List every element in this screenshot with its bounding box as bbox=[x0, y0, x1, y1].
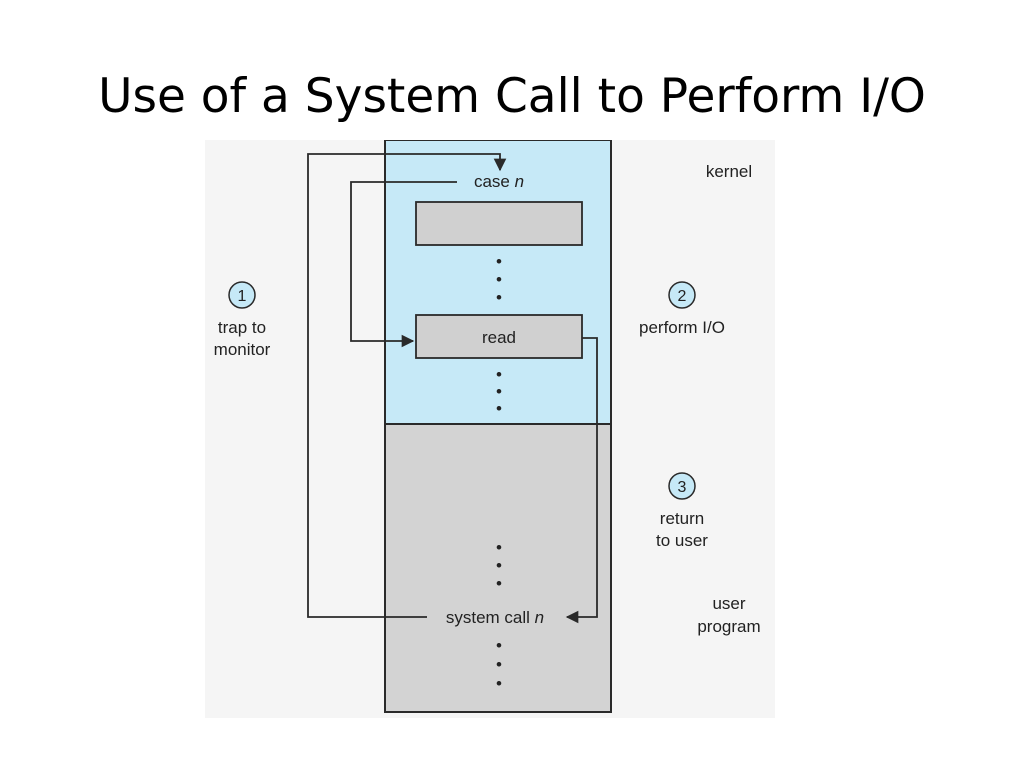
kernel-label: kernel bbox=[706, 162, 752, 181]
user-program-label-line2: program bbox=[697, 617, 760, 636]
user-ellipsis-dot: • bbox=[496, 538, 502, 557]
kernel-ellipsis-dot: • bbox=[496, 270, 502, 289]
user-ellipsis-dot: • bbox=[496, 674, 502, 693]
kernel-ellipsis-dot: • bbox=[496, 252, 502, 271]
case-n-label: case n bbox=[474, 172, 524, 191]
user-ellipsis-dot: • bbox=[496, 556, 502, 575]
system-call-n-label: system call n bbox=[446, 608, 544, 627]
step-3-label-line1: return bbox=[660, 509, 704, 528]
system-call-diagram: case n • • • read • • • • • • system cal… bbox=[205, 140, 775, 718]
kernel-region bbox=[384, 140, 612, 425]
read-routine-label: read bbox=[482, 328, 516, 347]
step-2-badge bbox=[668, 281, 696, 309]
step-2-label: perform I/O bbox=[639, 318, 725, 337]
user-program-label-line1: user bbox=[712, 594, 745, 613]
return-arrow bbox=[565, 337, 598, 624]
user-ellipsis-dot: • bbox=[496, 636, 502, 655]
step-1-number: 1 bbox=[238, 288, 247, 305]
dispatch-arrow bbox=[350, 181, 457, 348]
kernel-ellipsis-dot: • bbox=[496, 382, 502, 401]
step-2-number: 2 bbox=[678, 288, 687, 305]
kernel-code-block bbox=[415, 201, 583, 246]
diagram-svg: case n • • • read • • • • • • system cal… bbox=[214, 140, 761, 713]
step-1-label-line1: trap to bbox=[218, 318, 266, 337]
step-3-number: 3 bbox=[678, 479, 687, 496]
step-1-badge bbox=[228, 281, 256, 309]
slide-title: Use of a System Call to Perform I/O bbox=[98, 69, 926, 124]
kernel-ellipsis-dot: • bbox=[496, 399, 502, 418]
step-3-badge bbox=[668, 472, 696, 500]
user-ellipsis-dot: • bbox=[496, 574, 502, 593]
kernel-ellipsis-dot: • bbox=[496, 288, 502, 307]
step-3-label-line2: to user bbox=[656, 531, 708, 550]
step-1-label-line2: monitor bbox=[214, 340, 271, 359]
user-program-region bbox=[384, 423, 612, 713]
user-ellipsis-dot: • bbox=[496, 655, 502, 674]
trap-arrow bbox=[307, 153, 507, 618]
read-routine-block bbox=[415, 314, 583, 359]
kernel-ellipsis-dot: • bbox=[496, 365, 502, 384]
